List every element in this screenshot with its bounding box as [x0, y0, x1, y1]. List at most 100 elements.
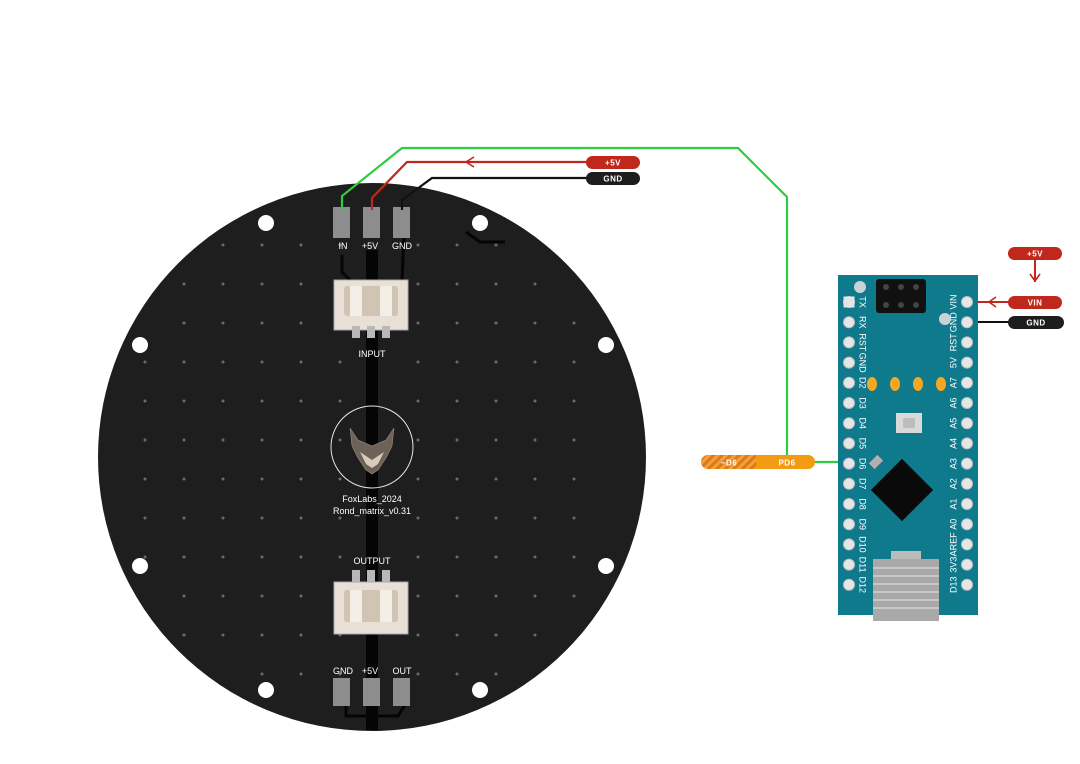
pcb-dot	[416, 321, 420, 325]
mount-hole	[472, 215, 488, 231]
pcb-dot	[533, 633, 537, 637]
pcb-dot	[416, 477, 420, 481]
pad-5v-top	[363, 207, 380, 238]
pcb-dot	[494, 672, 498, 676]
pcb-dot	[338, 438, 342, 442]
nano-pin-label-left: GND	[858, 353, 868, 374]
nano-pin-label-left: TX	[858, 296, 868, 308]
nano-pin-right	[961, 538, 973, 551]
pcb-dot	[260, 477, 264, 481]
label-out: OUT	[393, 666, 413, 676]
input-connector	[333, 279, 409, 338]
nano-pin-label-left: D4	[858, 417, 868, 429]
pcb-dot	[260, 516, 264, 520]
nano-pin-left-square	[843, 296, 855, 308]
brand-line1: FoxLabs_2024	[342, 494, 402, 504]
pcb-dot	[455, 477, 459, 481]
pcb-dot	[260, 282, 264, 286]
pcb-dot	[416, 282, 420, 286]
pcb-dot	[416, 594, 420, 598]
pcb-dot	[572, 321, 576, 325]
pcb-dot	[299, 477, 303, 481]
pcb-dot	[572, 516, 576, 520]
tag-gnd-top: GND	[586, 172, 640, 185]
mcu-chip	[870, 458, 934, 522]
mount-hole	[258, 682, 274, 698]
pcb-dot	[533, 555, 537, 559]
pcb-dot	[338, 360, 342, 364]
nano-pin-left	[843, 558, 855, 571]
foxlabs-logo	[330, 405, 414, 489]
pcb-dot	[455, 282, 459, 286]
pcb-dot	[338, 516, 342, 520]
pcb-dot	[182, 516, 186, 520]
pcb-dot	[533, 516, 537, 520]
pcb-dot	[494, 399, 498, 403]
pcb-dot	[416, 672, 420, 676]
pcb-dot	[572, 555, 576, 559]
pcb-dot	[494, 243, 498, 247]
nano-pin-label-left: D12	[858, 577, 868, 594]
nano-pin-label-left: D8	[858, 498, 868, 510]
nano-pin-label-right: RST	[948, 333, 958, 352]
nano-pin-label-left: D3	[858, 397, 868, 409]
pcb-dot	[494, 321, 498, 325]
nano-pin-right	[961, 316, 973, 329]
pcb-dot	[455, 672, 459, 676]
nano-pin-right	[961, 376, 973, 389]
nano-pin-label-left: D9	[858, 518, 868, 530]
pcb-dot	[455, 321, 459, 325]
led-dot-grid	[143, 243, 576, 676]
pcb-dot	[143, 477, 147, 481]
pcb-dot	[260, 594, 264, 598]
label-input: INPUT	[359, 349, 387, 359]
pcb-dot	[455, 243, 459, 247]
pcb-dot	[299, 555, 303, 559]
pcb-dot	[260, 555, 264, 559]
pcb-dot	[221, 555, 225, 559]
pcb-dot	[533, 321, 537, 325]
tag-plus5v-top: +5V	[586, 156, 640, 169]
tag-gnd-right-label: GND	[1026, 319, 1045, 328]
pcb-dot	[533, 477, 537, 481]
nano-pin-left	[843, 437, 855, 450]
pcb-dot	[182, 282, 186, 286]
nano-pin-right	[961, 578, 973, 591]
arduino-nano: TXRXRSTGNDD2D3D4D5D6D7D8D9D10D11D12VINGN…	[838, 275, 978, 621]
nano-pin-right	[961, 437, 973, 450]
pcb-dot	[416, 555, 420, 559]
pcb-dot	[260, 360, 264, 364]
usb-connector	[873, 559, 939, 621]
nano-pin-right	[961, 356, 973, 369]
label-5v-bottom: +5V	[362, 666, 378, 676]
pcb-dot	[143, 516, 147, 520]
pcb-dot	[221, 243, 225, 247]
pcb-dot	[299, 594, 303, 598]
pcb-dot	[260, 243, 264, 247]
pcb-dot	[416, 360, 420, 364]
nano-pin-label-right: A0	[948, 519, 958, 530]
pcb-dot	[182, 633, 186, 637]
nano-pin-label-left: D6	[858, 458, 868, 470]
pcb-dot	[494, 555, 498, 559]
pad-gnd-top	[393, 207, 410, 238]
pcb-dot	[494, 477, 498, 481]
nano-pin-headers: TXRXRSTGNDD2D3D4D5D6D7D8D9D10D11D12VINGN…	[843, 294, 973, 594]
pcb-dot	[221, 633, 225, 637]
pcb-dot	[221, 321, 225, 325]
tag-d6-right-label: PD6	[778, 459, 795, 468]
nano-pin-left	[843, 397, 855, 409]
pcb-dot	[572, 399, 576, 403]
nano-pin-right	[961, 518, 973, 531]
pcb-dot	[494, 516, 498, 520]
nano-pin-right	[961, 417, 973, 430]
nano-pin-left	[843, 356, 855, 369]
nano-pin-label-right: A3	[948, 458, 958, 469]
pcb-dot	[260, 321, 264, 325]
pcb-dot	[338, 555, 342, 559]
nano-pin-label-right: AREF	[948, 532, 958, 557]
nano-pin-left	[843, 376, 855, 389]
pcb-dot	[455, 633, 459, 637]
nano-pin-label-right: A2	[948, 478, 958, 489]
tag-plus5v-right-label: +5V	[1027, 250, 1043, 259]
